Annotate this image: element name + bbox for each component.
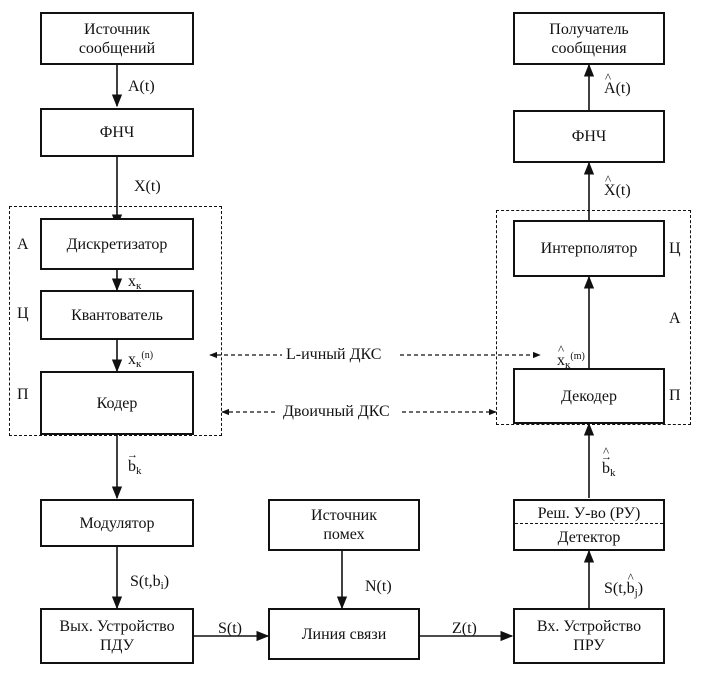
sampler-label: Дискретизатор — [66, 235, 168, 253]
decision-device-label: Реш. У-во (РУ) — [537, 504, 641, 522]
tx-lpf-label: ФНЧ — [99, 124, 135, 141]
signal-ahat-t: A(t) — [604, 69, 631, 98]
noise-source-line1: Источник — [311, 507, 377, 524]
rx-input-line1: Вх. Устройство — [536, 618, 642, 635]
modulator-block: Модулятор — [40, 499, 194, 547]
binary-dks-label: Двоичный ДКС — [283, 403, 390, 420]
signal-bhat-k: bk — [601, 443, 616, 482]
signal-x-t: X(t) — [134, 178, 161, 195]
tx-adc-group-frame — [9, 206, 222, 436]
rx-input-line2: ПРУ — [573, 637, 605, 654]
tx-letter-a: А — [17, 236, 29, 253]
rx-letter-a: А — [669, 310, 681, 327]
rx-lpf-block: ФНЧ — [513, 110, 665, 163]
rx-lpf-label: ФНЧ — [571, 128, 607, 145]
interpolator-label: Интерполятор — [540, 240, 638, 257]
signal-s-t: S(t) — [218, 620, 242, 637]
signal-n-t: N(t) — [365, 578, 392, 595]
detector-label: Детектор — [557, 528, 621, 546]
receiver-line2: сообщения — [551, 39, 627, 57]
signal-xhat-t: X(t) — [604, 171, 631, 200]
noise-source-line2: помех — [323, 526, 365, 543]
message-source-line1: Источник — [84, 20, 150, 38]
rx-dac-group-frame — [496, 210, 691, 425]
rx-letter-c: Ц — [669, 240, 681, 257]
signal-xhat-k-m: xк(m) — [557, 341, 585, 374]
tx-letter-c: Ц — [17, 305, 29, 322]
tx-output-line2: ПДУ — [100, 637, 134, 654]
channel-block: Линия связи — [268, 608, 420, 660]
signal-x-k-n: xк(n) — [128, 350, 154, 370]
decision-detector-divider — [515, 523, 663, 524]
coder-block: Кодер — [40, 371, 194, 435]
rx-input-device-block: Вх. Устройство ПРУ — [513, 608, 665, 664]
rx-letter-p: П — [669, 387, 681, 404]
decoder-block: Декодер — [513, 368, 665, 424]
signal-s-t-bi: S(t,bi) — [130, 573, 170, 592]
signal-s-t-bj: S(t,bj) — [604, 569, 643, 602]
signal-z-t: Z(t) — [452, 620, 477, 637]
decision-detector-block: Реш. У-во (РУ) Детектор — [513, 499, 665, 551]
interpolator-block: Интерполятор — [513, 220, 665, 277]
tx-lpf-block: ФНЧ — [40, 108, 194, 157]
message-source-block: Источник сообщений — [40, 12, 194, 65]
noise-source-block: Источник помех — [268, 499, 420, 551]
modulator-label: Модулятор — [79, 514, 155, 532]
coder-label: Кодер — [96, 394, 138, 412]
tx-output-line1: Вых. Устройство — [59, 618, 175, 635]
quantizer-label: Квантователь — [71, 306, 163, 324]
receiver-block: Получатель сообщения — [513, 12, 665, 65]
sampler-block: Дискретизатор — [40, 218, 194, 270]
channel-label: Линия связи — [301, 625, 387, 643]
quantizer-block: Квантователь — [40, 290, 194, 340]
signal-x-k: xк — [128, 273, 142, 292]
l-ary-dks-label: L-ичный ДКС — [286, 346, 382, 363]
decoder-label: Декодер — [561, 387, 617, 405]
signal-b-k: bk — [127, 446, 142, 480]
message-source-line2: сообщений — [78, 39, 156, 57]
receiver-line1: Получатель — [549, 20, 629, 38]
tx-letter-p: П — [17, 386, 29, 403]
tx-output-device-block: Вых. Устройство ПДУ — [40, 608, 194, 664]
signal-a-t: A(t) — [128, 78, 155, 95]
